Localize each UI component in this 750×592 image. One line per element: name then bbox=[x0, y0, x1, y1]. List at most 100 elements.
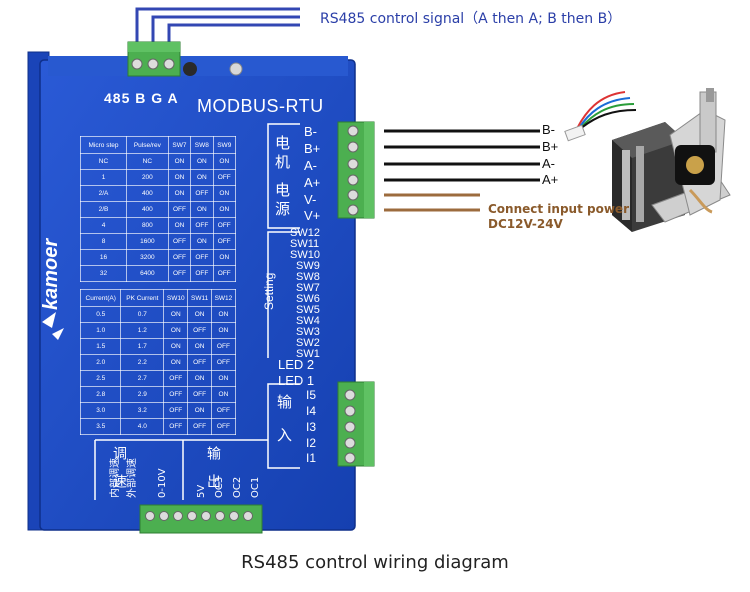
table-cell: NC bbox=[80, 153, 127, 170]
table-cell: OFF bbox=[187, 386, 212, 403]
table-cell: ON bbox=[210, 322, 237, 339]
table-cell: 200 bbox=[126, 169, 169, 186]
table-cell: 1600 bbox=[126, 233, 169, 250]
output-label: 输出 bbox=[205, 446, 221, 502]
table-cell: 2/A bbox=[80, 185, 127, 202]
input-terminal-block[interactable] bbox=[337, 381, 375, 467]
table-cell: ON bbox=[187, 338, 212, 355]
figure-caption: RS485 control wiring diagram bbox=[241, 552, 509, 573]
motor-label: 电机 bbox=[273, 135, 291, 173]
motor-wire-label: A+ bbox=[542, 172, 559, 187]
table-cell: 2.7 bbox=[120, 370, 165, 387]
table-cell: ON bbox=[167, 185, 192, 202]
switch-label: SW3 bbox=[296, 326, 320, 338]
led-label: LED 2 bbox=[278, 357, 315, 372]
table-cell: ON bbox=[187, 370, 212, 387]
table-cell: ON bbox=[187, 402, 212, 419]
table-cell: ON bbox=[190, 169, 214, 186]
table-cell: ON bbox=[190, 233, 214, 250]
switch-label: SW4 bbox=[296, 315, 320, 327]
table-cell: ON bbox=[212, 185, 237, 202]
table-cell: 2.2 bbox=[120, 354, 165, 371]
table-header-cell: Micro step bbox=[80, 136, 127, 154]
bottom-label: OC2 bbox=[232, 476, 243, 498]
table-cell: ON bbox=[210, 306, 237, 323]
bottom-label: OC3 bbox=[214, 476, 225, 498]
table-cell: OFF bbox=[167, 233, 192, 250]
table-cell: ON bbox=[212, 153, 237, 170]
motor-wires bbox=[384, 129, 540, 182]
table-cell: OFF bbox=[163, 418, 189, 435]
power-line-1: Connect input power bbox=[488, 202, 629, 216]
table-header-cell: SW9 bbox=[212, 136, 237, 154]
table-cell: OFF bbox=[163, 370, 189, 387]
table-header-cell: Current(A) bbox=[79, 289, 122, 307]
table-cell: 400 bbox=[126, 201, 169, 218]
table-cell: ON bbox=[212, 249, 237, 266]
table-cell: OFF bbox=[212, 265, 237, 282]
table-cell: OFF bbox=[210, 354, 237, 371]
table-cell: OFF bbox=[190, 217, 214, 234]
table-header-cell: Pulse/rev bbox=[126, 136, 169, 154]
table-cell: OFF bbox=[190, 249, 214, 266]
table-cell: ON bbox=[163, 354, 189, 371]
table-header-cell: SW12 bbox=[210, 289, 237, 307]
setting-label: Setting bbox=[262, 272, 276, 310]
switch-label: SW6 bbox=[296, 293, 320, 305]
table-cell: 0.7 bbox=[120, 306, 165, 323]
input-pin-label: I3 bbox=[306, 420, 317, 434]
table-cell: OFF bbox=[187, 322, 212, 339]
table-cell: 1 bbox=[80, 169, 127, 186]
input-pin-label: I2 bbox=[306, 436, 317, 450]
input-pin-label: I5 bbox=[306, 388, 317, 402]
table-cell: 0.5 bbox=[79, 306, 122, 323]
motor-wire-label: B+ bbox=[542, 139, 559, 154]
table-header-cell: PK Current bbox=[120, 289, 165, 307]
table-cell: 4 bbox=[80, 217, 127, 234]
rs485-signal-wires bbox=[135, 7, 300, 48]
table-cell: OFF bbox=[190, 265, 214, 282]
switch-label: SW2 bbox=[296, 337, 320, 349]
switch-label: SW5 bbox=[296, 304, 320, 316]
switch-label: SW8 bbox=[296, 271, 320, 283]
table-cell: 400 bbox=[126, 185, 169, 202]
terminal-label: V- bbox=[304, 192, 317, 207]
input-label: 输入 bbox=[275, 394, 293, 460]
model-title: MODBUS-RTU bbox=[197, 96, 324, 116]
table-cell: 2.9 bbox=[120, 386, 165, 403]
table-cell: NC bbox=[126, 153, 169, 170]
brand-name: kamoer bbox=[40, 238, 62, 310]
table-cell: OFF bbox=[190, 185, 214, 202]
table-cell: 2.0 bbox=[79, 354, 122, 371]
table-cell: OFF bbox=[212, 233, 237, 250]
rs485-terminal-block[interactable] bbox=[127, 41, 181, 77]
table-header-cell: SW11 bbox=[187, 289, 212, 307]
table-cell: 1.0 bbox=[79, 322, 122, 339]
input-pin-label: I1 bbox=[306, 451, 317, 465]
power-line-2: DC12V-24V bbox=[488, 217, 563, 231]
stepper-motor-image bbox=[564, 88, 731, 232]
table-cell: OFF bbox=[163, 386, 189, 403]
table-cell: ON bbox=[210, 386, 237, 403]
led-label: LED 1 bbox=[278, 373, 315, 388]
table-cell: 2.8 bbox=[79, 386, 122, 403]
rs485-signal-text: RS485 control signal（A then A; B then B） bbox=[320, 11, 622, 27]
switch-label: SW1 bbox=[296, 348, 320, 360]
table-cell: 32 bbox=[80, 265, 127, 282]
motor-power-terminal-block[interactable] bbox=[337, 121, 375, 219]
bottom-terminal-block[interactable] bbox=[139, 504, 263, 534]
table-cell: 1.5 bbox=[79, 338, 122, 355]
table-cell: OFF bbox=[163, 402, 189, 419]
table-cell: ON bbox=[163, 306, 189, 323]
panel-outlines bbox=[94, 123, 300, 500]
brand-logo-icon bbox=[42, 312, 64, 340]
table-cell: 3200 bbox=[126, 249, 169, 266]
table-cell: OFF bbox=[212, 217, 237, 234]
